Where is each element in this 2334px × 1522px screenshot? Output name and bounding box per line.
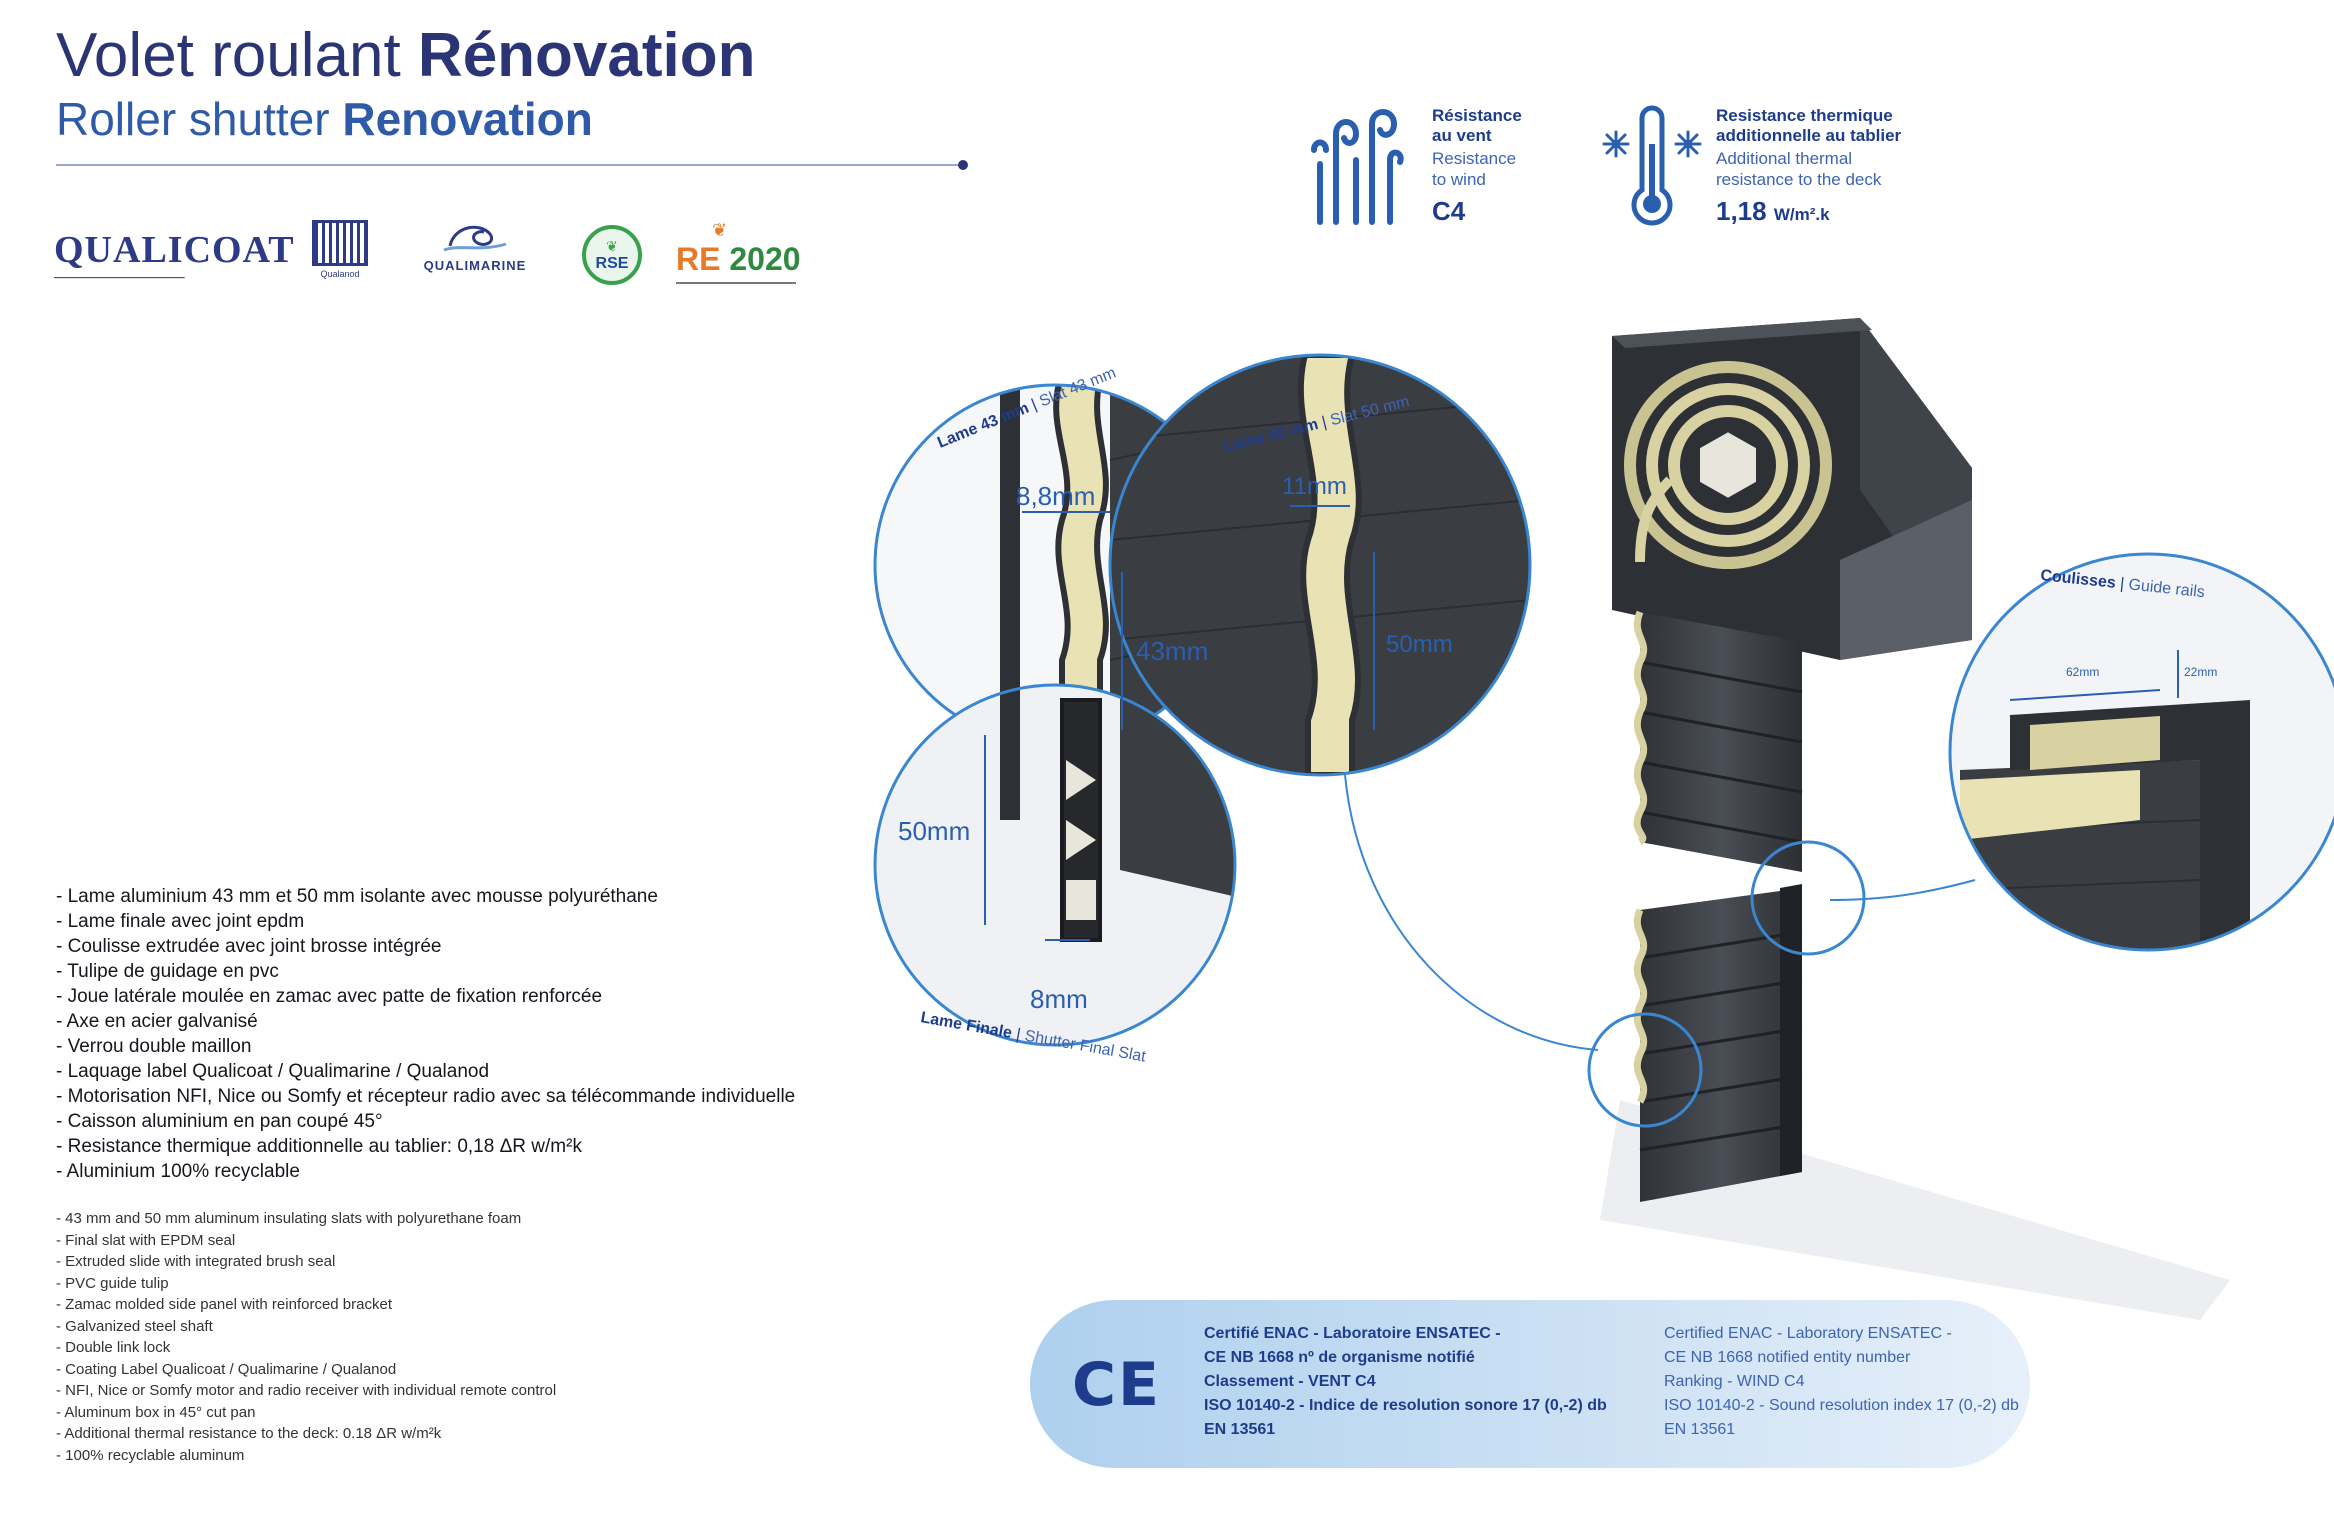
connector-line <box>1829 879 1976 901</box>
list-item: - Extruded slide with integrated brush s… <box>56 1253 336 1270</box>
rse-logo: ❦ RSE <box>576 220 648 290</box>
title-divider-dot <box>958 160 968 170</box>
list-item: - PVC guide tulip <box>56 1274 169 1292</box>
list-item: - Coating Label Qualicoat / Qualimarine … <box>56 1360 397 1378</box>
connector-line <box>1344 774 1599 1051</box>
list-item: CE NB 1668 nº de organisme notifié <box>1204 1349 1475 1366</box>
list-item: Ranking - WIND C4 <box>1664 1373 1805 1390</box>
shutter-box <box>1612 318 1972 660</box>
list-item: - Laquage label Qualicoat / Qualimarine … <box>56 1061 490 1082</box>
certification-band <box>1030 1300 2030 1468</box>
list-item: - Aluminium 100% recyclable <box>56 1161 300 1182</box>
list-item: - Galvanized steel shaft <box>56 1317 213 1335</box>
detail-guide-rails <box>1950 554 2334 950</box>
list-item: - Aluminum box in 45° cut pan <box>56 1403 256 1421</box>
qualanod-logo: Qualanod <box>308 220 372 290</box>
list-item: - Zamac molded side panel with reinforce… <box>56 1296 392 1313</box>
thermal-resistance-value: 1,18 W/m².k <box>1716 196 1830 226</box>
list-item: EN 13561 <box>1204 1421 1276 1438</box>
title-divider <box>56 164 966 166</box>
detail-circle <box>1948 552 2334 952</box>
magnifier-ring <box>1587 1012 1703 1128</box>
slat-curtain-lower <box>1633 884 1803 1202</box>
list-item: ISO 10140-2 - Sound resolution index 17 … <box>1664 1397 2019 1414</box>
features-list-fr: - Lame aluminium 43 mm et 50 mm isolante… <box>56 884 795 1184</box>
re2020-logo: ❦ RE 2020 <box>676 220 806 290</box>
list-item: - Caisson aluminium en pan coupé 45° <box>56 1111 383 1132</box>
dimension-line <box>2009 689 2161 701</box>
dim-label: 22mm <box>2184 665 2217 679</box>
ce-mark-icon: CE <box>1072 1350 1162 1420</box>
list-item: - 43 mm and 50 mm aluminum insulating sl… <box>56 1210 522 1227</box>
list-item: - Additional thermal resistance to the d… <box>56 1425 442 1442</box>
wind-class-value: C4 <box>1432 196 1466 226</box>
qualimarine-logo: QUALIMARINE <box>410 220 540 290</box>
page-subtitle: Roller shutter Renovation <box>56 93 593 145</box>
list-item: - Tulipe de guidage en pvc <box>56 961 279 982</box>
dim-label: 43mm <box>1136 636 1208 666</box>
thermometer-icon <box>1602 105 1702 226</box>
leaf-icon: ❦ <box>606 237 618 254</box>
list-item: - Double link lock <box>56 1339 171 1356</box>
list-item: CE NB 1668 notified entity number <box>1664 1349 1911 1366</box>
list-item: - Axe en acier galvanisé <box>56 1011 258 1032</box>
list-item: - Lame aluminium 43 mm et 50 mm isolante… <box>56 886 658 907</box>
list-item: - Coulisse extrudée avec joint brosse in… <box>56 936 442 957</box>
detail-circle <box>873 683 1237 1047</box>
list-item: - Joue latérale moulée en zamac avec pat… <box>56 986 603 1007</box>
dim-label: 8mm <box>1030 984 1088 1014</box>
certification-list-en: Certified ENAC - Laboratory ENSATEC - CE… <box>1664 1322 2019 1442</box>
wind-resistance-icon <box>1311 109 1404 225</box>
list-item: ISO 10140-2 - Indice de resolution sonor… <box>1204 1397 1607 1414</box>
list-item: Certified ENAC - Laboratory ENSATEC - <box>1664 1325 1952 1342</box>
dim-label: 50mm <box>1386 631 1453 658</box>
list-item: - 100% recyclable aluminum <box>56 1446 245 1464</box>
detail-slat-50 <box>1110 355 1530 775</box>
list-item: - Motorisation NFI, Nice ou Somfy et réc… <box>56 1086 796 1107</box>
magnifier-ring <box>1750 840 1866 956</box>
detail-circle <box>1108 353 1532 777</box>
dim-label: 62mm <box>2066 665 2099 679</box>
list-item: - NFI, Nice or Somfy motor and radio rec… <box>56 1382 557 1399</box>
page-title: Volet roulant Rénovation <box>56 21 756 90</box>
dim-label: 11mm <box>1282 473 1347 500</box>
wave-icon <box>443 225 507 252</box>
list-item: - Resistance thermique additionnelle au … <box>56 1136 582 1157</box>
list-item: Certifié ENAC - Laboratoire ENSATEC - <box>1204 1325 1501 1342</box>
list-item: Classement - VENT C4 <box>1204 1373 1376 1390</box>
qualicoat-logo: QUALICOAT ━━━━━━━━━━━━━━━━━━━━━━━━━━━━━━… <box>54 229 295 282</box>
list-item: EN 13561 <box>1664 1421 1736 1438</box>
dim-label: 50mm <box>898 816 970 846</box>
leaf-icon: ❦ <box>712 220 728 240</box>
certification-list-fr: Certifié ENAC - Laboratoire ENSATEC - CE… <box>1204 1322 1607 1442</box>
dim-label: 8,8mm <box>1016 481 1095 511</box>
list-item: - Verrou double maillon <box>56 1036 252 1057</box>
list-item: - Final slat with EPDM seal <box>56 1231 236 1249</box>
features-list-en: - 43 mm and 50 mm aluminum insulating sl… <box>56 1208 556 1466</box>
list-item: - Lame finale avec joint epdm <box>56 911 305 932</box>
slat-curtain-upper <box>1633 610 1803 872</box>
